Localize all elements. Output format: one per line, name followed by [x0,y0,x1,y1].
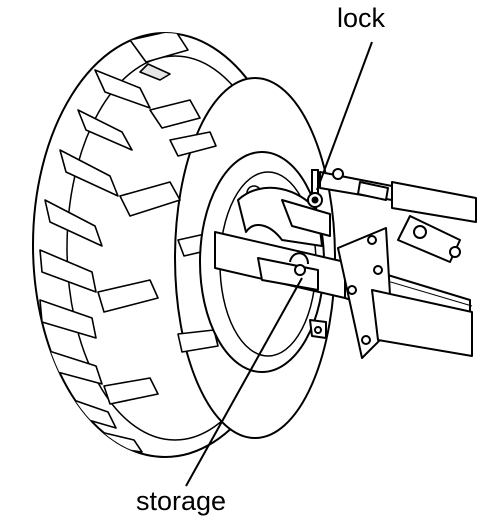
clamp-bracket [237,186,331,339]
lock-callout-label: lock [337,3,386,33]
mounting-plate [337,227,473,359]
leader-lines [185,41,373,487]
storage-leader-line [185,277,303,487]
storage-callout-label: storage [136,486,227,516]
hydraulic-cylinder [319,168,477,263]
lock-leader-line [316,41,373,191]
